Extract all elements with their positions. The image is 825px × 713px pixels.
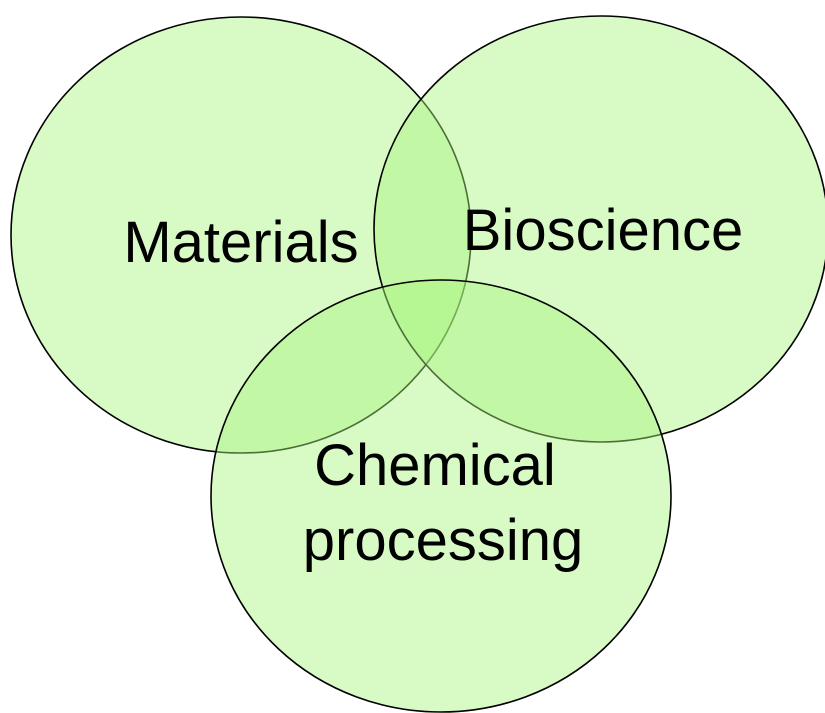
materials-label: Materials — [123, 210, 358, 275]
chemical-processing-label-line-1: Chemical — [314, 433, 556, 498]
chemical-processing-label-line-2: processing — [303, 508, 583, 573]
chemical-processing-label: Chemical processing — [303, 433, 583, 573]
chemical-processing-circle — [210, 279, 672, 713]
venn-circles — [10, 15, 825, 713]
bioscience-label: Bioscience — [463, 198, 743, 263]
materials-label-line: Materials — [123, 210, 358, 275]
bioscience-label-line: Bioscience — [463, 198, 743, 263]
venn-labels: Materials Bioscience Chemical processing — [123, 198, 743, 573]
bioscience-circle — [373, 15, 825, 443]
materials-circle — [10, 16, 472, 454]
